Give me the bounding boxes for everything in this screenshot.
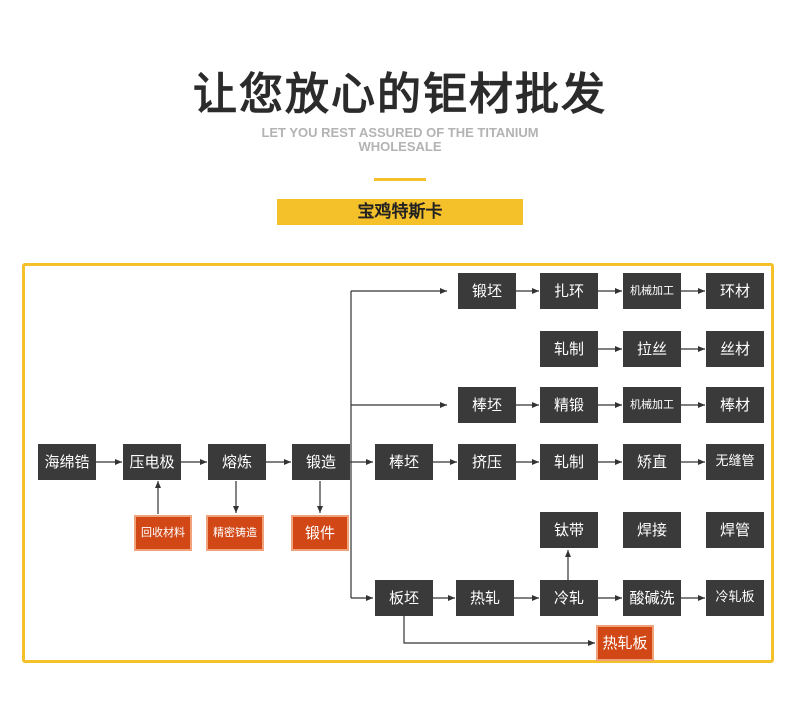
node-smelt: 熔炼 bbox=[208, 444, 266, 480]
node-hot-plate: 热轧板 bbox=[596, 625, 654, 661]
company-badge: 宝鸡特斯卡 bbox=[277, 199, 523, 225]
node-casting: 精密铸造 bbox=[206, 515, 264, 551]
node-bar-billet-1: 棒坯 bbox=[458, 387, 516, 423]
node-ring: 环材 bbox=[706, 273, 764, 309]
node-wire: 丝材 bbox=[706, 331, 764, 367]
divider bbox=[374, 178, 426, 181]
node-forge: 锻造 bbox=[292, 444, 350, 480]
node-strip: 钛带 bbox=[540, 512, 598, 548]
node-rolling-2: 轧制 bbox=[540, 444, 598, 480]
node-recycle: 回收材料 bbox=[134, 515, 192, 551]
node-machining-1: 机械加工 bbox=[623, 273, 681, 309]
node-cold-plate: 冷轧板 bbox=[706, 580, 764, 616]
node-ring-roll: 扎环 bbox=[540, 273, 598, 309]
node-forging: 锻件 bbox=[291, 515, 349, 551]
node-hot-roll: 热轧 bbox=[456, 580, 514, 616]
node-bar-billet-2: 棒坯 bbox=[375, 444, 433, 480]
node-slab: 板坯 bbox=[375, 580, 433, 616]
process-frame bbox=[22, 263, 774, 663]
node-sponge: 海绵锆 bbox=[38, 444, 96, 480]
node-straighten: 矫直 bbox=[623, 444, 681, 480]
arrow-slab-hot-plate bbox=[403, 616, 595, 646]
node-pickling: 酸碱洗 bbox=[623, 580, 681, 616]
node-billet-forge: 锻坯 bbox=[458, 273, 516, 309]
page-subtitle: LET YOU REST ASSURED OF THE TITANIUM WHO… bbox=[261, 125, 539, 154]
node-extrude: 挤压 bbox=[458, 444, 516, 480]
node-drawing: 拉丝 bbox=[623, 331, 681, 367]
node-rolling-1: 轧制 bbox=[540, 331, 598, 367]
page-title: 让您放心的钜材批发 bbox=[193, 69, 607, 120]
node-welding: 焊接 bbox=[623, 512, 681, 548]
node-seamless-tube: 无缝管 bbox=[706, 444, 764, 480]
node-bar: 棒材 bbox=[706, 387, 764, 423]
node-fine-forge: 精锻 bbox=[540, 387, 598, 423]
node-electrode: 压电极 bbox=[123, 444, 181, 480]
node-machining-2: 机械加工 bbox=[623, 387, 681, 423]
node-cold-roll: 冷轧 bbox=[540, 580, 598, 616]
node-welded-tube: 焊管 bbox=[706, 512, 764, 548]
